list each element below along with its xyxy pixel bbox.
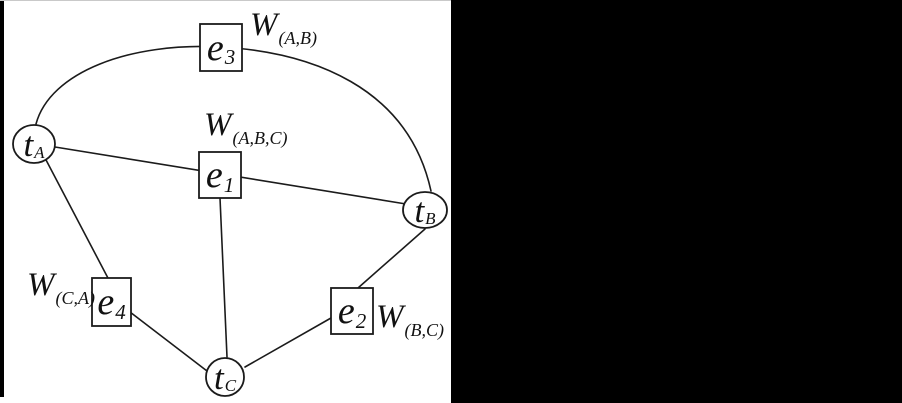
- node-label-ta-sub: A: [34, 142, 45, 162]
- edge-label-e3-sub: 3: [224, 45, 236, 69]
- connector-ta-e4: [44, 157, 110, 281]
- connector-tc-e2: [244, 317, 332, 368]
- weight-label-wabc-sub: (A,B,C): [232, 128, 288, 148]
- node-circle-tb: [402, 191, 448, 229]
- edge-label-e1-sub: 1: [223, 172, 235, 197]
- edge-box-e4: [91, 277, 132, 327]
- edge-label-e4-main: e: [97, 281, 115, 323]
- node-label-tb-main: t: [414, 190, 425, 230]
- weight-label-wbc-sub: (B,C): [404, 320, 445, 340]
- edge-label-e1-main: e: [205, 154, 223, 196]
- weight-label-wab-main: W: [250, 7, 278, 43]
- node-label-ta-main: t: [23, 124, 34, 164]
- edge-label-e2-main: e: [337, 290, 355, 332]
- weight-label-wbc-main: W: [376, 299, 404, 335]
- edge-label-e4-sub: 4: [115, 299, 126, 324]
- edge-box-e3: [199, 23, 243, 72]
- weight-label-wabc-main: W: [204, 107, 232, 143]
- node-label-tc-sub: C: [224, 375, 237, 395]
- node-label-tb-sub: B: [425, 208, 436, 228]
- weight-label-wabc: W(A,B,C): [204, 107, 287, 148]
- weight-label-wab: W(A,B): [250, 7, 317, 48]
- node-circle-ta: [12, 124, 56, 164]
- connector-e1-tc: [219, 197, 228, 358]
- weight-label-wca: W(C,A): [27, 267, 95, 308]
- edge-box-e2: [330, 287, 374, 335]
- connector-e2-tb: [357, 228, 426, 289]
- hypergraph-drawing: [12, 23, 448, 397]
- frame-top-hairline: [0, 0, 451, 1]
- connector-e4-tc: [129, 311, 208, 372]
- weight-label-wab-sub: (A,B): [278, 28, 317, 48]
- black-side-panel: [451, 0, 902, 403]
- edge-label-e3-main: e: [206, 26, 224, 69]
- frame-left-strip: [0, 0, 4, 397]
- edge-label-e2-sub: 2: [355, 308, 367, 333]
- node-label-tc-main: t: [213, 357, 224, 397]
- weight-label-wca-sub: (C,A): [55, 288, 96, 308]
- edge-box-e1: [198, 151, 242, 199]
- weight-label-wca-main: W: [27, 267, 55, 303]
- weight-label-wbc: W(B,C): [376, 299, 444, 340]
- node-circle-tc: [205, 357, 245, 397]
